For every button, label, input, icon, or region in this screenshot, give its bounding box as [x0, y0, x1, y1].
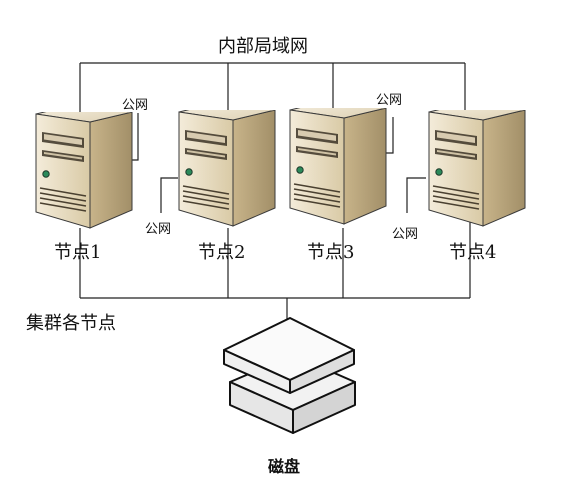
public-net-label-node4: 公网: [392, 227, 419, 242]
node-label-3: 节点3: [307, 242, 355, 263]
server-icon-node4: [428, 110, 526, 227]
public-net-label-node1: 公网: [122, 98, 149, 113]
node-label-4: 节点4: [449, 242, 497, 263]
public-net-label-node2: 公网: [145, 222, 172, 237]
lan-label: 内部局域网: [218, 36, 308, 57]
node-label-1: 节点1: [54, 242, 102, 263]
storage-label: 磁盘: [268, 457, 301, 476]
disk-icon: [223, 317, 356, 434]
cluster-label: 集群各节点: [26, 313, 116, 334]
public-wire-node4: [406, 177, 426, 213]
public-wire-node2: [160, 177, 178, 213]
node-label-2: 节点2: [198, 242, 246, 263]
cluster-network: [79, 210, 471, 362]
server-icon-node3: [289, 108, 387, 225]
node-servers: [35, 108, 526, 229]
server-icon-node2: [178, 110, 276, 227]
public-net-label-node3: 公网: [376, 93, 403, 108]
server-icon-node1: [35, 112, 133, 229]
